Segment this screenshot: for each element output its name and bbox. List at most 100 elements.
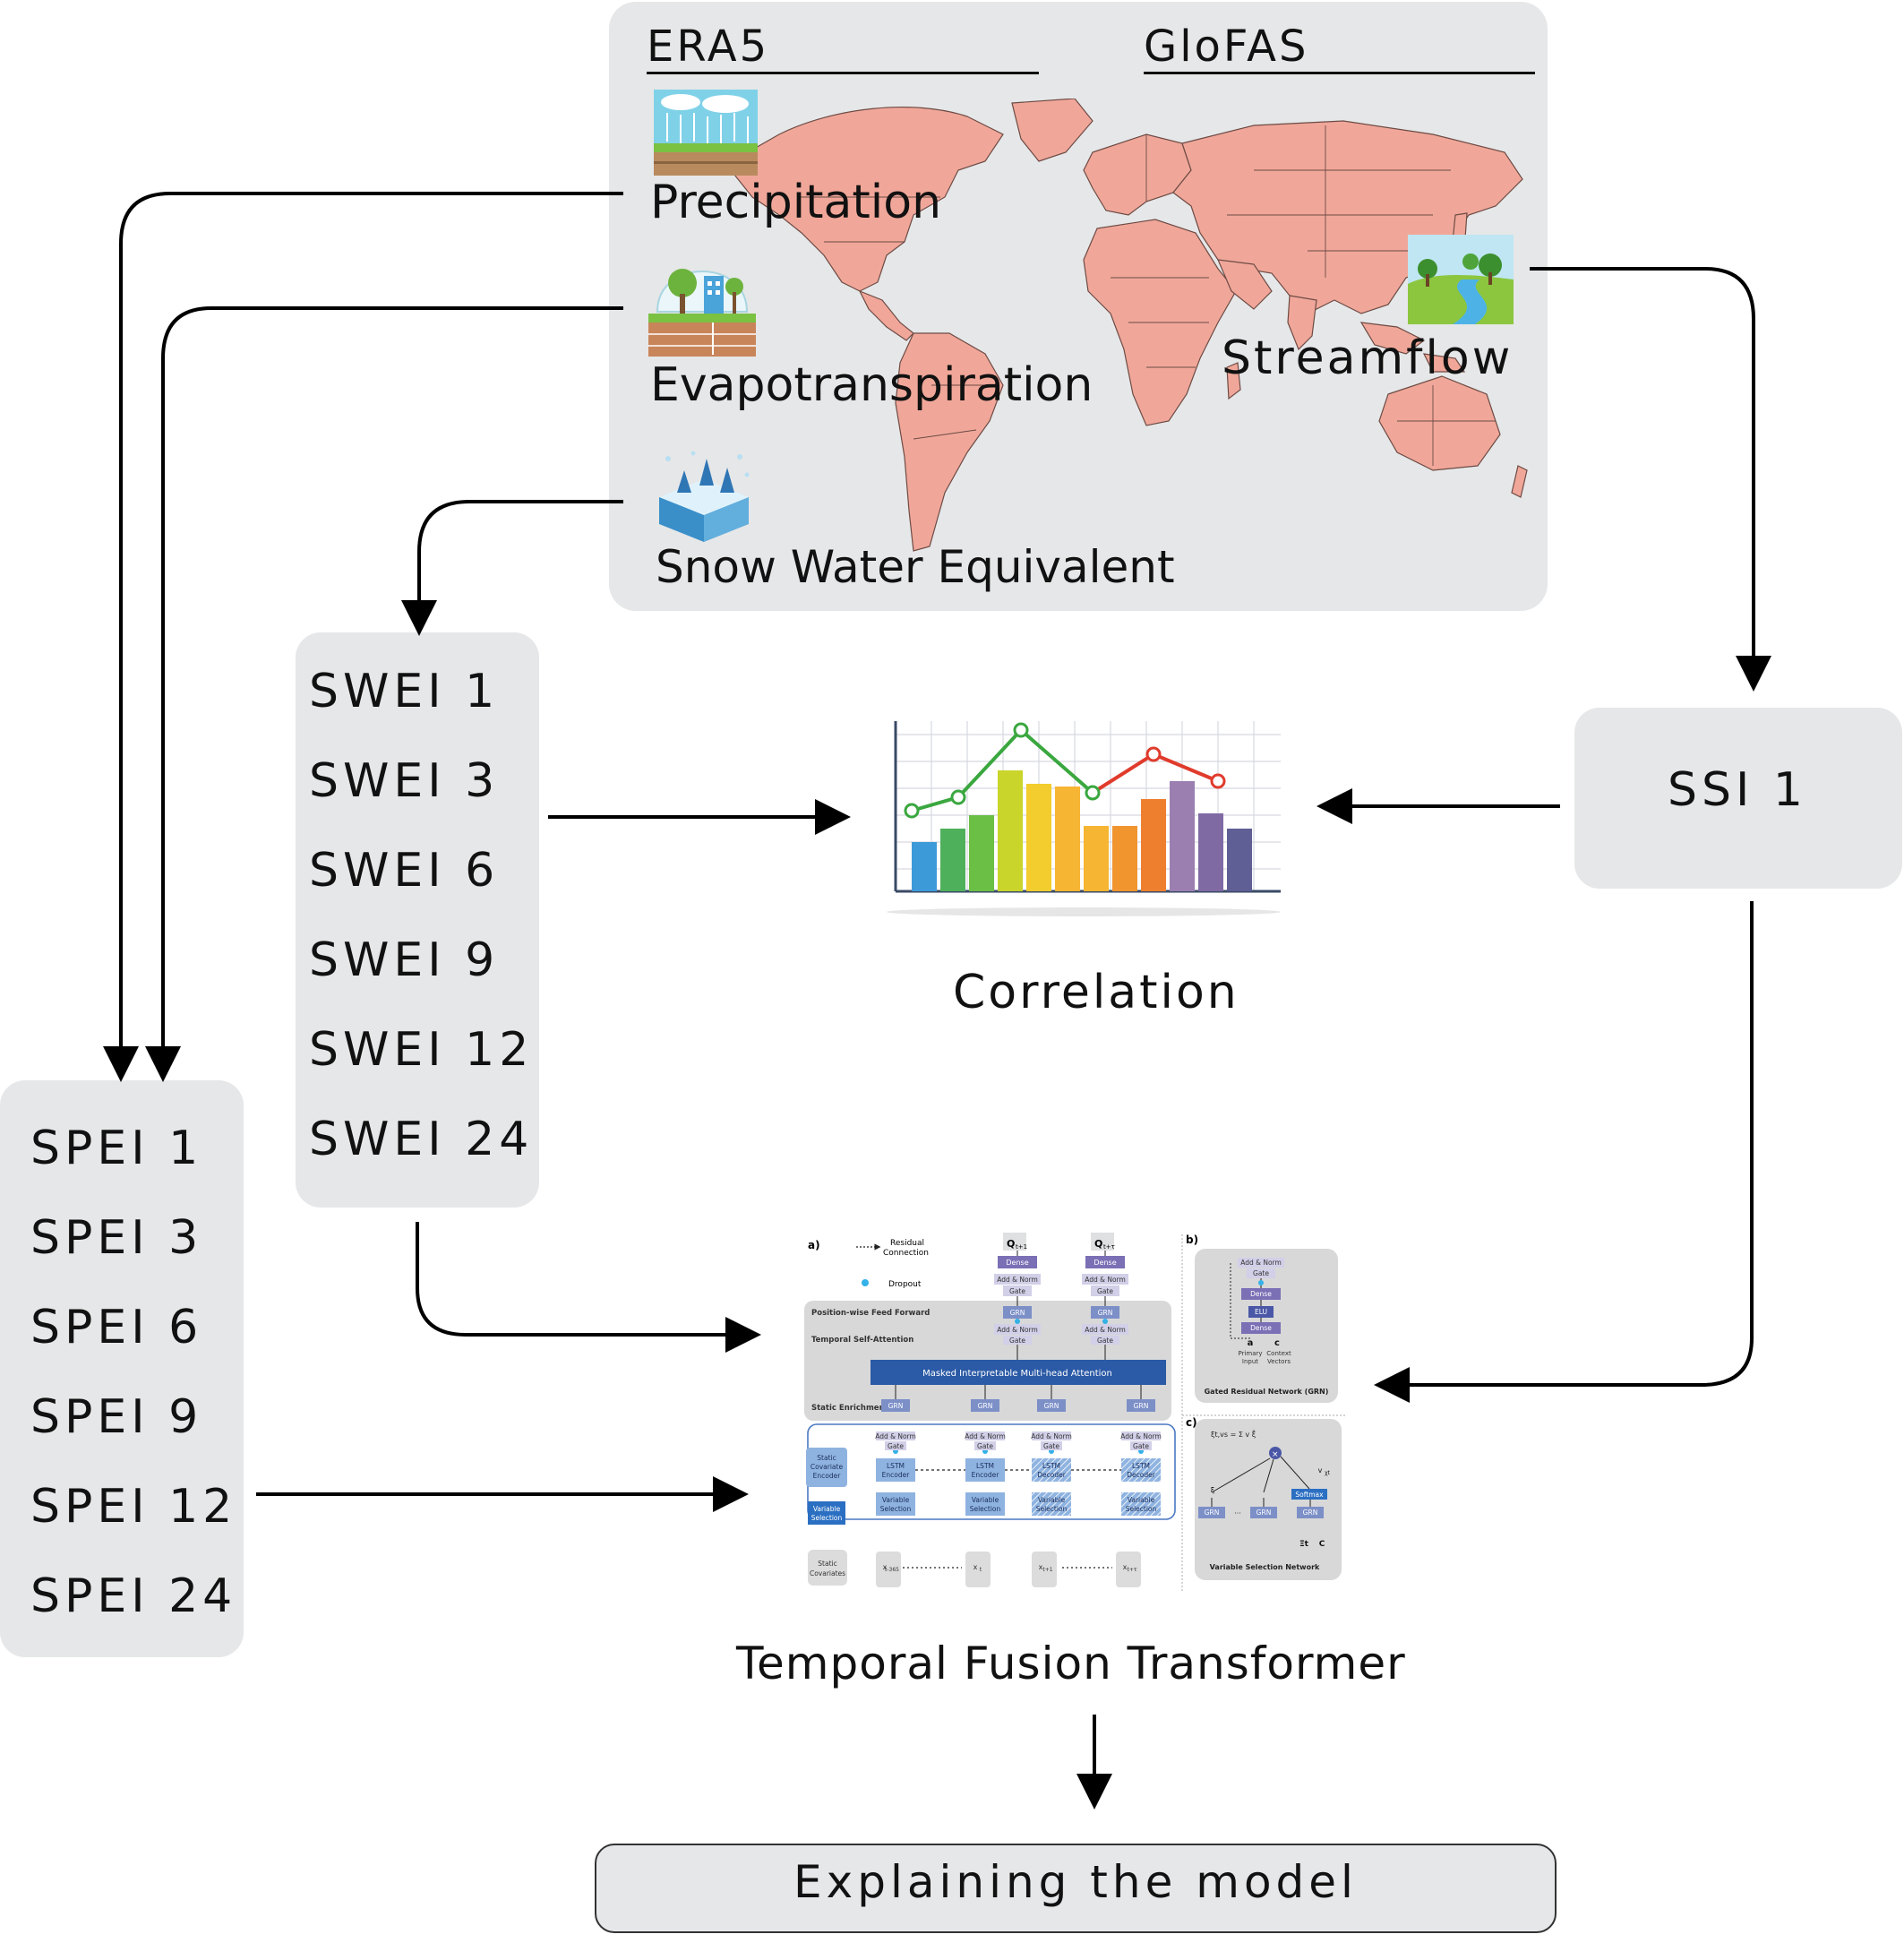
tft-sc-1: Static — [818, 1560, 836, 1568]
swei-item: SWEI 3 — [309, 754, 500, 808]
spei-item: SPEI 1 — [30, 1122, 203, 1175]
tft-sce-2: Covariate — [810, 1463, 844, 1471]
tft-grn-addnorm: Add & Norm — [1240, 1259, 1282, 1267]
tft-grn-t2: GRN — [1098, 1309, 1113, 1317]
tft-q2-sub: t+τ — [1103, 1243, 1115, 1251]
tft-vsn-grn1: GRN — [1205, 1509, 1220, 1517]
tft-dec-2: Decoder — [1127, 1471, 1155, 1479]
swei-item: SWEI 12 — [309, 1023, 534, 1077]
spei-item: SPEI 6 — [30, 1301, 203, 1354]
tft-addnorm-t2: Add & Norm — [1085, 1276, 1126, 1284]
tft-gate-b4: Gate — [1133, 1442, 1149, 1450]
tft-enc-1: Encoder — [882, 1471, 911, 1479]
tft-vsn-grn2: GRN — [1256, 1509, 1272, 1517]
tft-lstm-1: LSTM — [887, 1462, 905, 1470]
tft-vsn-dots: ··· — [1234, 1509, 1240, 1517]
tft-grn-e1: GRN — [888, 1402, 904, 1410]
arrow-swe-swei — [401, 500, 623, 636]
tft-vs-1b: Selection — [880, 1505, 912, 1513]
tft-addnorm-m1: Add & Norm — [997, 1326, 1038, 1334]
tft-enc-2: Encoder — [972, 1471, 1000, 1479]
tft-gate-t1: Gate — [1009, 1287, 1025, 1295]
tft-connection-label: Connection — [883, 1249, 929, 1258]
tft-dropout-label: Dropout — [888, 1280, 922, 1289]
tft-gate-m2: Gate — [1097, 1337, 1113, 1345]
tft-static-enrich: Static Enrichment — [811, 1404, 888, 1413]
arrow-ssi-tft — [1374, 901, 1754, 1403]
tft-addnorm-t1: Add & Norm — [997, 1276, 1038, 1284]
tft-q1-sub: t+1 — [1016, 1243, 1027, 1251]
tft-grn-context1: Context — [1266, 1350, 1291, 1357]
tft-addnorm-b4: Add & Norm — [1120, 1432, 1162, 1440]
tft-gate-b2: Gate — [977, 1442, 993, 1450]
tft-addnorm-b1: Add & Norm — [875, 1432, 916, 1440]
tft-vsn-formula: ξt,vs = Σ v ξ̃ — [1211, 1430, 1256, 1439]
swei-item: SWEI 6 — [309, 844, 500, 898]
swei-item: SWEI 24 — [309, 1113, 534, 1166]
tft-vs-s2: Selection — [811, 1514, 843, 1522]
tft-grn-primary1: Primary — [1238, 1350, 1262, 1357]
swei-panel — [296, 632, 539, 1208]
tft-sc-2: Covariates — [810, 1569, 845, 1577]
tft-x3: x — [1039, 1563, 1043, 1571]
tft-addnorm-b2: Add & Norm — [965, 1432, 1006, 1440]
tft-grn-dense2: Dense — [1250, 1324, 1272, 1332]
tft-grn-t1: GRN — [1010, 1309, 1025, 1317]
tft-gate-t2: Gate — [1097, 1287, 1113, 1295]
tft-vsn-softmax: Softmax — [1295, 1491, 1324, 1499]
tft-lstm-3: LSTM — [1042, 1462, 1060, 1470]
ssi-panel — [1574, 708, 1902, 889]
tft-sce-1: Static — [817, 1454, 836, 1462]
precipitation-label: Precipitation — [650, 176, 942, 229]
tft-sce-3: Encoder — [813, 1472, 842, 1480]
tft-temporal-sa: Temporal Self-Attention — [811, 1336, 913, 1345]
tft-vsn-c: C — [1319, 1540, 1325, 1549]
spei-panel — [0, 1080, 244, 1657]
tft-dense-1: Dense — [1006, 1259, 1028, 1267]
tft-q1: Q — [1007, 1238, 1015, 1250]
streamflow-icon — [1408, 235, 1514, 324]
tft-vsn-xi: Ξt — [1299, 1540, 1309, 1549]
tft-vsn-v: v — [1318, 1466, 1323, 1474]
precipitation-icon — [654, 90, 758, 176]
tft-vs-4a: Variable — [1128, 1496, 1155, 1504]
swei-item: SWEI 9 — [309, 933, 500, 987]
tft-panel-a: a) — [808, 1239, 820, 1251]
tft-diagram: a) Residual Connection Dropout Q t+1 Q t… — [804, 1233, 1345, 1591]
tft-grn-primary2: Input — [1242, 1358, 1258, 1365]
tft-panel-b: b) — [1186, 1234, 1198, 1246]
tft-dec-1: Decoder — [1037, 1471, 1066, 1479]
tft-grn-elu: ELU — [1255, 1308, 1267, 1316]
tft-masked-attn: Masked Interpretable Multi-head Attentio… — [922, 1369, 1112, 1379]
arrow-evap-spei — [145, 306, 623, 1082]
tft-x2: x — [973, 1563, 978, 1571]
tft-vs-4b: Selection — [1126, 1505, 1157, 1513]
era5-underline — [647, 72, 1039, 74]
arrow-stream-ssi — [1530, 267, 1771, 692]
tft-lstm-4: LSTM — [1132, 1462, 1150, 1470]
tft-x2-sub: t — [980, 1567, 982, 1573]
spei-item: SPEI 24 — [30, 1569, 237, 1623]
streamflow-label: Streamflow — [1222, 331, 1514, 385]
tft-grn-e2: GRN — [978, 1402, 993, 1410]
tft-lstm-2: LSTM — [976, 1462, 994, 1470]
tft-panel-c: c) — [1186, 1416, 1197, 1429]
tft-vsn-v-sub: χt — [1325, 1470, 1330, 1476]
era5-title: ERA5 — [647, 21, 770, 72]
tft-vsn-grn3: GRN — [1303, 1509, 1318, 1517]
tft-grn-context2: Vectors — [1267, 1358, 1291, 1365]
spei-item: SPEI 3 — [30, 1211, 203, 1265]
tft-q2: Q — [1094, 1238, 1102, 1250]
snow-water-icon — [659, 451, 750, 542]
arrow-precip-spei — [103, 192, 623, 1082]
tft-dense-2: Dense — [1094, 1259, 1116, 1267]
tft-gate-b1: Gate — [888, 1442, 904, 1450]
tft-grn-dense1: Dense — [1250, 1290, 1272, 1298]
tft-vs-s1: Variable — [813, 1505, 841, 1513]
tft-x4: x — [1123, 1563, 1128, 1571]
glofas-title: GloFAS — [1144, 21, 1309, 72]
tft-grn-c: c — [1274, 1338, 1280, 1348]
correlation-label: Correlation — [953, 966, 1239, 1019]
evapotranspiration-label: Evapotranspiration — [650, 358, 1094, 412]
